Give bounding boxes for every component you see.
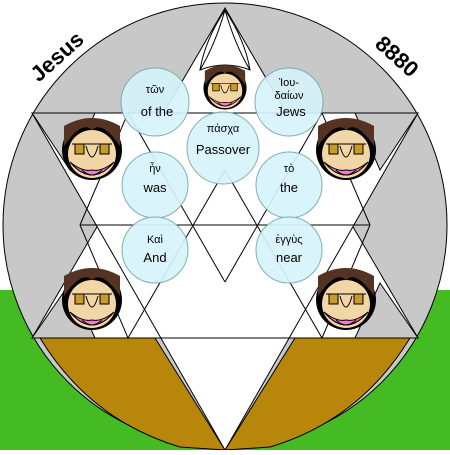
greek-en: ἦν	[149, 162, 161, 175]
bubble-kai	[121, 216, 189, 284]
greek-pascha: πάσχα	[207, 123, 240, 135]
greek-to: τὸ	[284, 163, 294, 175]
bubble-engys	[255, 216, 323, 284]
english-ioudaion: Jews	[276, 104, 306, 119]
gold-ground-left	[39, 337, 226, 451]
greek-kai: Καὶ	[147, 234, 164, 246]
greek-engys: ἐγγὺς	[275, 234, 302, 246]
english-en: was	[142, 180, 167, 195]
english-to: the	[280, 180, 298, 195]
greek-ton: τῶν	[146, 84, 165, 96]
bubble-pascha	[186, 111, 260, 185]
english-kai: And	[143, 250, 166, 265]
face-upper-right	[315, 117, 377, 181]
gold-ground-right	[224, 337, 411, 451]
english-pascha: Passover	[196, 142, 251, 157]
bubble-ton	[120, 67, 190, 137]
greek-ioudaion-2: δαίων	[274, 90, 304, 102]
face-top	[203, 64, 247, 110]
word-bubbles	[120, 67, 324, 284]
english-ton: of the	[141, 104, 174, 119]
face-upper-left	[61, 117, 123, 181]
greek-ioudaion-1: Ἰου-	[279, 77, 299, 89]
english-engys: near	[276, 250, 303, 265]
face-lower-right	[315, 267, 377, 331]
face-lower-left	[61, 267, 123, 331]
bubble-ioudaion	[254, 67, 324, 137]
